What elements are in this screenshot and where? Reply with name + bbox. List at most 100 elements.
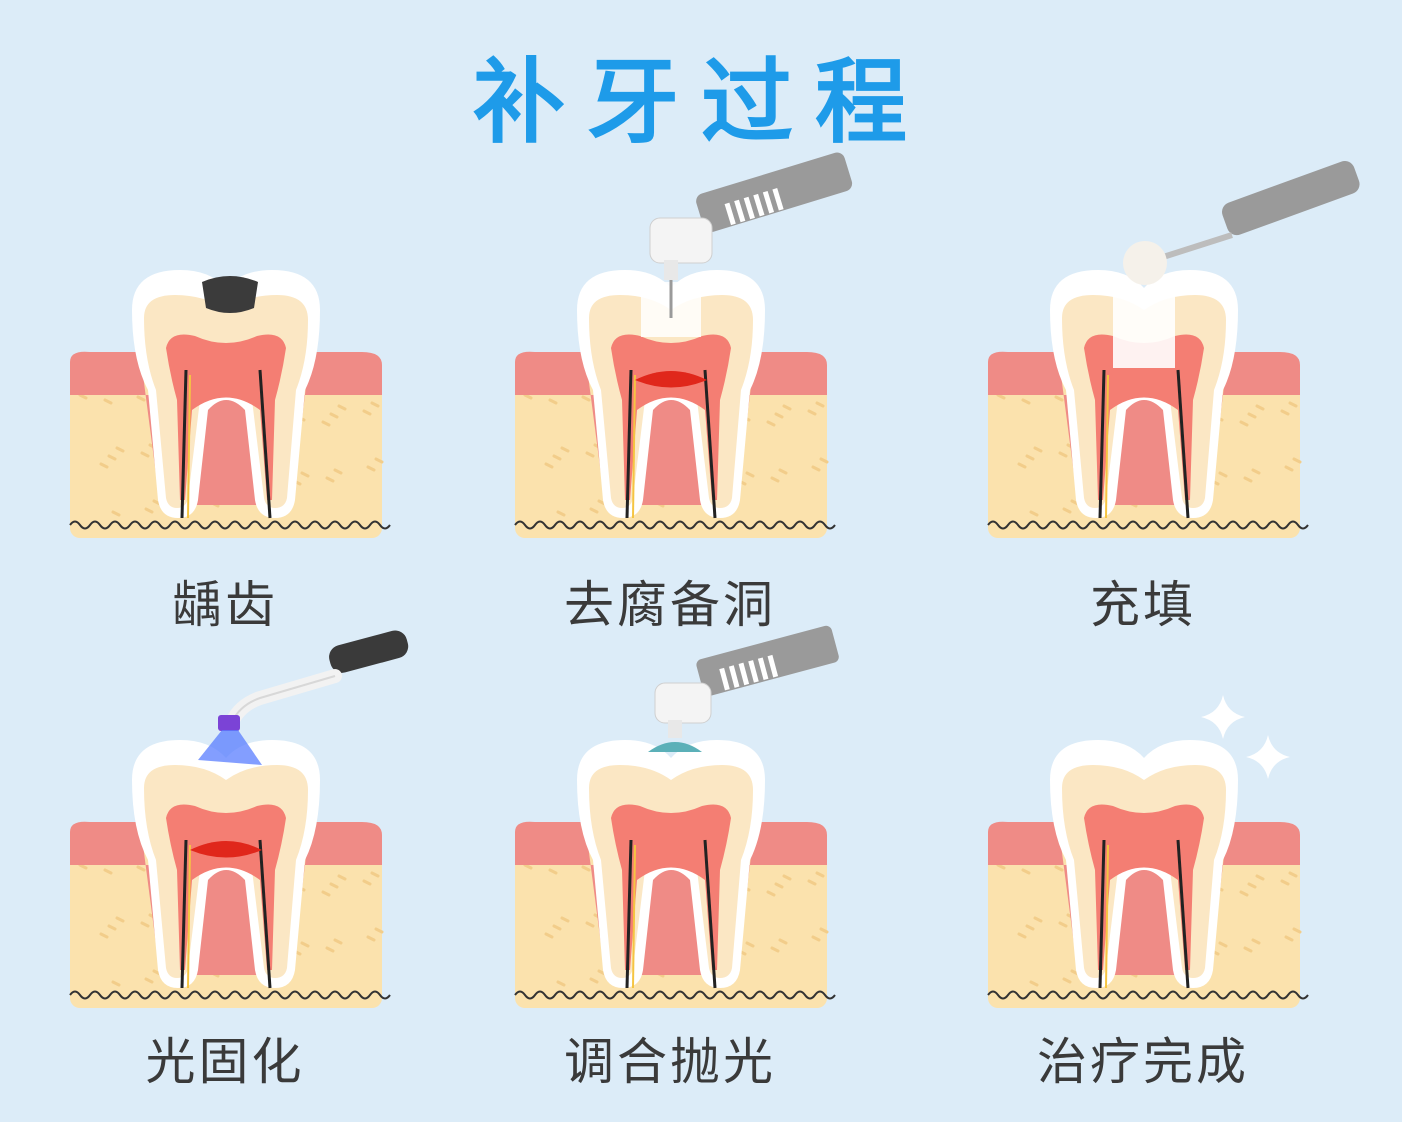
step-2-remove-decay	[514, 250, 845, 540]
bone-texture	[1062, 507, 1072, 514]
inflamed-pulp	[635, 371, 707, 388]
bone-texture	[996, 863, 1006, 870]
bone-texture	[774, 412, 784, 419]
bone-texture	[560, 916, 570, 923]
tooth-pulp	[611, 804, 731, 970]
gum	[70, 351, 382, 505]
floor-line	[69, 520, 391, 530]
bone-texture	[778, 938, 788, 945]
step-5-label: 调合抛光	[564, 1033, 776, 1091]
bone-texture	[300, 471, 310, 478]
bone-texture	[107, 924, 117, 931]
bone-texture	[807, 879, 817, 886]
floor-line	[987, 990, 1309, 1000]
bone-texture	[325, 476, 335, 483]
nerve	[1105, 374, 1109, 519]
nerve	[632, 844, 636, 989]
page-title: 补牙过程	[472, 49, 929, 156]
floor-line	[514, 520, 836, 530]
bone-texture	[1025, 924, 1035, 931]
nerve	[1098, 839, 1106, 989]
nerve	[187, 844, 191, 989]
nerve	[1176, 369, 1190, 519]
bone-texture	[1017, 462, 1027, 469]
bone-texture	[366, 465, 376, 472]
bone-texture	[544, 932, 554, 939]
bone-texture	[585, 451, 595, 458]
bone-texture	[111, 980, 121, 987]
step-1-label: 龋齿	[172, 576, 278, 634]
tooth-pulp	[1084, 804, 1204, 970]
nerve	[703, 839, 717, 989]
bone-texture	[1058, 451, 1068, 458]
bone-texture	[1218, 471, 1228, 478]
bone-texture	[815, 401, 825, 408]
nerve	[180, 839, 188, 989]
bone-texture	[300, 941, 310, 948]
bone-texture	[807, 409, 817, 416]
bone-texture	[1284, 465, 1294, 472]
bone-texture	[589, 977, 599, 984]
cavity-hole	[202, 276, 258, 313]
bone-texture	[321, 420, 331, 427]
bone-texture	[1054, 865, 1064, 872]
bone-texture	[333, 938, 343, 945]
bone-texture	[337, 404, 347, 411]
bone-texture	[1029, 510, 1039, 517]
gum	[988, 351, 1300, 505]
bone-texture	[370, 401, 380, 408]
bone-texture	[811, 465, 821, 472]
bone-texture	[1251, 468, 1261, 475]
bone-texture	[107, 454, 117, 461]
bone-texture	[815, 871, 825, 878]
floor-line	[69, 990, 391, 1000]
tooth-pulp	[1084, 334, 1204, 500]
bone-texture	[111, 510, 121, 517]
bone-texture	[1062, 977, 1072, 984]
nerve	[625, 369, 633, 519]
bone-texture	[1280, 409, 1290, 416]
step-3-filling	[987, 250, 1318, 540]
bone-texture	[819, 927, 829, 934]
step-4-label: 光固化	[145, 1033, 305, 1091]
bone-texture	[1292, 927, 1302, 934]
tooth-pulp	[166, 804, 286, 970]
bone-texture	[1247, 412, 1257, 419]
bone-texture	[1054, 395, 1064, 402]
tooth-diagram	[69, 270, 391, 538]
bone-texture	[523, 863, 533, 870]
bone-texture	[136, 395, 146, 402]
tooth-diagram	[987, 740, 1309, 1008]
bone-texture	[770, 946, 780, 953]
bone-texture	[782, 404, 792, 411]
bone-texture	[556, 510, 566, 517]
nerve	[258, 839, 272, 989]
tooth-pulp	[611, 334, 731, 500]
prepared-cavity	[641, 282, 701, 337]
bone-texture	[811, 935, 821, 942]
bone-texture	[745, 471, 755, 478]
bone-texture	[325, 946, 335, 953]
bone-texture	[1288, 871, 1298, 878]
tooth-diagram	[987, 270, 1309, 538]
bone-texture	[136, 865, 146, 872]
bone-texture	[144, 507, 154, 514]
bone-texture	[362, 409, 372, 416]
step-6-complete	[987, 720, 1318, 1010]
bone-texture	[1247, 882, 1257, 889]
bone-texture	[99, 932, 109, 939]
bone-texture	[1292, 457, 1302, 464]
gum	[988, 821, 1300, 975]
bone-texture	[329, 412, 339, 419]
bone-texture	[140, 921, 150, 928]
bone-texture	[548, 398, 558, 405]
filling-material	[1113, 288, 1175, 368]
bone-texture	[1243, 476, 1253, 483]
bone-texture	[589, 507, 599, 514]
bone-texture	[1239, 890, 1249, 897]
bone-texture	[333, 468, 343, 475]
step-5-polishing	[514, 720, 845, 1010]
floor-line	[514, 990, 836, 1000]
step-6-label: 治疗完成	[1037, 1033, 1249, 1091]
tooth-diagram	[514, 270, 836, 538]
